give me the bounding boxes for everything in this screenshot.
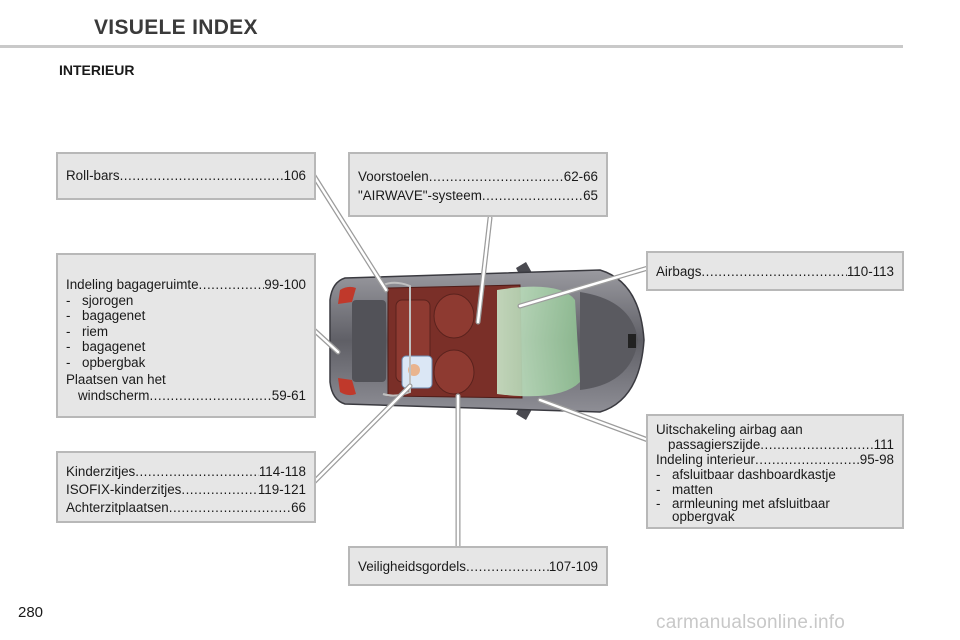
entry-label: Airbags [656, 264, 702, 279]
entry-label: Voorstoelen [358, 169, 429, 184]
leader-dots [701, 264, 846, 280]
passenger-callout: Uitschakeling airbag aan passagierszijde… [646, 414, 904, 529]
page-number: 280 [18, 604, 44, 621]
list-item: -bagagenet [66, 308, 146, 323]
windscreen-heading: Plaatsen van het [66, 372, 166, 387]
seatbelts-callout: Veiligheidsgordels 107-109 [348, 546, 608, 586]
windscreen-entry[interactable]: windscherm 59-61 [66, 388, 306, 404]
car-illustration [329, 262, 645, 420]
child-seats-callout: Kinderzitjes 114-118 ISOFIX-kinderzitjes… [56, 451, 316, 523]
page-reference: 111 [873, 437, 894, 452]
page-reference: 66 [291, 500, 306, 515]
page-reference: 59-61 [271, 387, 306, 403]
leader-dots [755, 452, 860, 467]
entry-label: Achterzitplaatsen [66, 500, 169, 515]
leader-lines [311, 173, 651, 549]
entry-label: Indeling bagageruimte [66, 277, 199, 292]
leader-dots [482, 186, 583, 205]
entry-label: passagierszijde [668, 437, 761, 452]
luggage-callout: Indeling bagageruimte 99-100 -sjorogen -… [56, 253, 316, 418]
entry-label: Veiligheidsgordels [358, 559, 466, 574]
list-item: -matten [656, 482, 713, 497]
isofix-entry[interactable]: ISOFIX-kinderzitjes 119-121 [66, 481, 306, 499]
rollbars-callout: Roll-bars 106 [56, 152, 316, 200]
page-reference: 106 [283, 168, 306, 183]
leader-dots [120, 168, 284, 184]
entry-label: ISOFIX-kinderzitjes [66, 482, 182, 497]
section-title: INTERIEUR [59, 62, 135, 78]
page-reference: 119-121 [257, 482, 306, 497]
page-reference: 114-118 [258, 464, 306, 479]
entry-label: windscherm [78, 387, 150, 403]
airbag-deactivation-heading: Uitschakeling airbag aan [656, 422, 803, 437]
luggage-entry[interactable]: Indeling bagageruimte 99-100 [66, 277, 306, 293]
entry-label: Indeling interieur [656, 452, 756, 467]
title-divider [0, 45, 903, 48]
page-title: VISUELE INDEX [94, 16, 258, 39]
list-item: -sjorogen [66, 292, 134, 308]
seats-entry[interactable]: Voorstoelen 62-66 [358, 167, 598, 186]
leader-dots [181, 481, 258, 499]
list-item: -opbergbak [66, 354, 146, 370]
child-seats-entry[interactable]: Kinderzitjes 114-118 [66, 463, 306, 481]
watermark: carmanualsonline.info [656, 612, 846, 633]
rollbars-entry[interactable]: Roll-bars 106 [66, 168, 306, 184]
leader-dots [760, 437, 873, 452]
entry-label: Roll-bars [66, 168, 120, 183]
airbags-callout: Airbags 110-113 [646, 251, 904, 291]
list-item: -riem [66, 323, 109, 339]
interior-layout-entry[interactable]: Indeling interieur 95-98 [656, 452, 894, 467]
leader-dots [429, 167, 564, 186]
leader-dots [135, 463, 259, 481]
leader-dots [199, 277, 265, 293]
airwave-entry[interactable]: "AIRWAVE"-systeem 65 [358, 186, 598, 205]
rear-seats-entry[interactable]: Achterzitplaatsen 66 [66, 499, 306, 517]
page-reference: 65 [583, 188, 598, 203]
page-reference: 110-113 [846, 264, 894, 279]
list-item: -armleuning met afsluitbaar opbergvak [656, 496, 830, 524]
airbag-deactivation-entry[interactable]: passagierszijde 111 [656, 437, 894, 452]
leader-dots [169, 499, 291, 517]
leader-dots [149, 388, 271, 404]
page-reference: 107-109 [548, 559, 598, 574]
entry-label: "AIRWAVE"-systeem [358, 188, 482, 203]
entry-label: Kinderzitjes [66, 464, 136, 479]
page-reference: 99-100 [264, 277, 306, 292]
list-item: -afsluitbaar dashboardkastje [656, 467, 836, 482]
leader-dots [466, 559, 549, 575]
page-reference: 62-66 [563, 169, 598, 184]
seatbelts-entry[interactable]: Veiligheidsgordels 107-109 [358, 559, 598, 575]
seats-callout: Voorstoelen 62-66 "AIRWAVE"-systeem 65 [348, 152, 608, 217]
airbags-entry[interactable]: Airbags 110-113 [656, 264, 894, 280]
list-item: -bagagenet [66, 339, 146, 354]
page-reference: 95-98 [859, 452, 894, 467]
